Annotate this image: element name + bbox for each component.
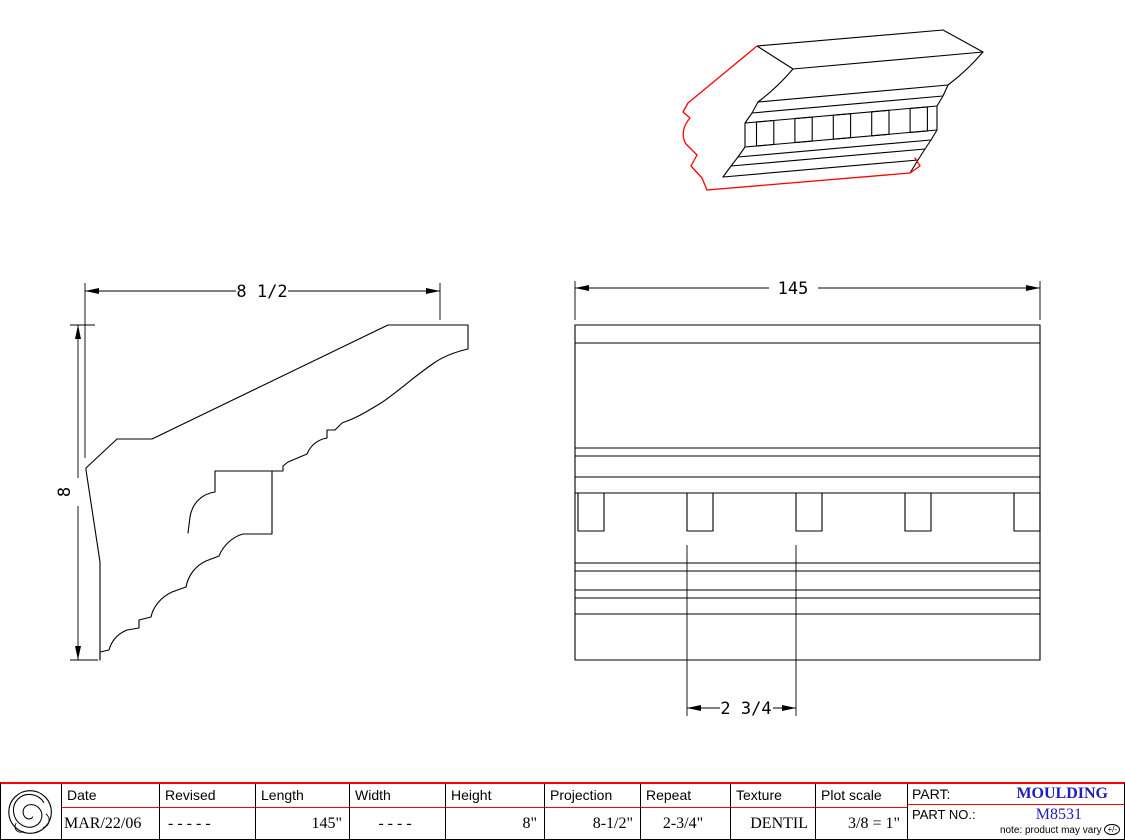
part-no-value: M8531 <box>1035 805 1082 823</box>
column-value: 8-1/2" <box>592 815 633 832</box>
logo-scroll-icon <box>8 789 52 834</box>
dentil-block <box>1013 492 1041 532</box>
column-header: Height <box>446 784 544 808</box>
dim-text-profile-height: 8 <box>55 487 75 497</box>
column-plot-scale: Plot scale 3/8 = 1" <box>815 784 907 839</box>
iso-top-right-edge <box>942 29 984 53</box>
elevation-view: 145 2 3/4 <box>574 279 1041 719</box>
elevation-dentils <box>577 492 1041 532</box>
dim-dentil-repeat: 2 3/4 <box>686 545 797 719</box>
drawing-canvas: 8 1/2 8 <box>55 29 1041 719</box>
dim-text-dentil-repeat: 2 3/4 <box>720 699 771 719</box>
column-value: - - - - <box>378 815 412 832</box>
column-projection: Projection 8-1/2" <box>544 784 640 839</box>
column-header: Width <box>350 784 445 808</box>
profile-outline-path <box>85 324 469 661</box>
profile-back-path <box>85 467 101 661</box>
column-value: 2-3/4" <box>662 815 704 832</box>
title-block: Date MAR/22/06 Revised - - - - - Length … <box>0 782 1125 840</box>
part-no-row: PART NO.: M8531 <box>908 805 1124 824</box>
part-row: PART: MOULDING <box>908 784 1124 805</box>
column-header: Repeat <box>641 784 730 808</box>
column-header: Texture <box>731 784 815 808</box>
iso-top-far-edge <box>756 29 944 47</box>
arrowhead <box>75 646 81 660</box>
iso-top-near-edge <box>792 51 984 70</box>
iso-dentils <box>755 106 928 147</box>
column-header: Length <box>256 784 349 808</box>
dentil-block <box>686 492 714 532</box>
column-texture: Texture DENTIL <box>730 784 815 839</box>
column-value: DENTIL <box>750 815 808 832</box>
arrowhead <box>85 288 99 294</box>
column-value: 3/8 = 1" <box>848 815 900 832</box>
dentil-block <box>577 492 605 532</box>
column-header: Date <box>62 784 159 808</box>
profile-section-view: 8 1/2 8 <box>55 282 469 661</box>
part-no-label: PART NO.: <box>912 807 976 822</box>
company-logo <box>1 784 61 839</box>
iso-red-silhouette <box>682 45 921 191</box>
iso-right-end-cap <box>909 84 949 174</box>
dim-elevation-length: 145 <box>574 279 1041 320</box>
column-value: 145" <box>311 815 342 832</box>
profile-dentil-detail <box>187 470 273 534</box>
dim-text-profile-width: 8 1/2 <box>236 282 287 302</box>
column-length: Length 145" <box>255 784 349 839</box>
dentil-block <box>904 492 932 532</box>
isometric-view <box>682 29 984 191</box>
column-header: Plot scale <box>816 784 907 808</box>
part-cell: PART: MOULDING PART NO.: M8531 note: pro… <box>907 784 1124 839</box>
column-revised: Revised - - - - - <box>159 784 255 839</box>
column-value: MAR/22/06 <box>64 815 142 832</box>
part-value: MOULDING <box>1016 785 1108 802</box>
note-text: note: product may vary <box>999 825 1102 836</box>
dentil-block <box>795 492 823 532</box>
column-repeat: Repeat 2-3/4" <box>640 784 730 839</box>
arrowhead <box>782 705 796 711</box>
column-width: Width - - - - <box>349 784 445 839</box>
column-header: Projection <box>545 784 640 808</box>
arrowhead <box>1026 285 1040 291</box>
plus-minus-icon: +/- <box>1104 824 1120 835</box>
arrowhead <box>426 288 440 294</box>
arrowhead <box>687 705 701 711</box>
column-value: 8" <box>522 815 537 832</box>
note-row: note: product may vary +/- <box>908 824 1124 839</box>
part-label: PART: <box>912 786 951 802</box>
arrowhead <box>575 285 589 291</box>
column-header: Revised <box>160 784 255 808</box>
arrowhead <box>75 325 81 339</box>
iso-top-left-edge <box>756 45 794 70</box>
column-value: - - - - - <box>168 815 211 832</box>
dim-profile-height: 8 <box>55 324 98 661</box>
dim-profile-width: 8 1/2 <box>84 282 441 458</box>
dim-text-elevation-length: 145 <box>778 279 809 299</box>
column-date: Date MAR/22/06 <box>61 784 159 839</box>
column-height: Height 8" <box>445 784 544 839</box>
